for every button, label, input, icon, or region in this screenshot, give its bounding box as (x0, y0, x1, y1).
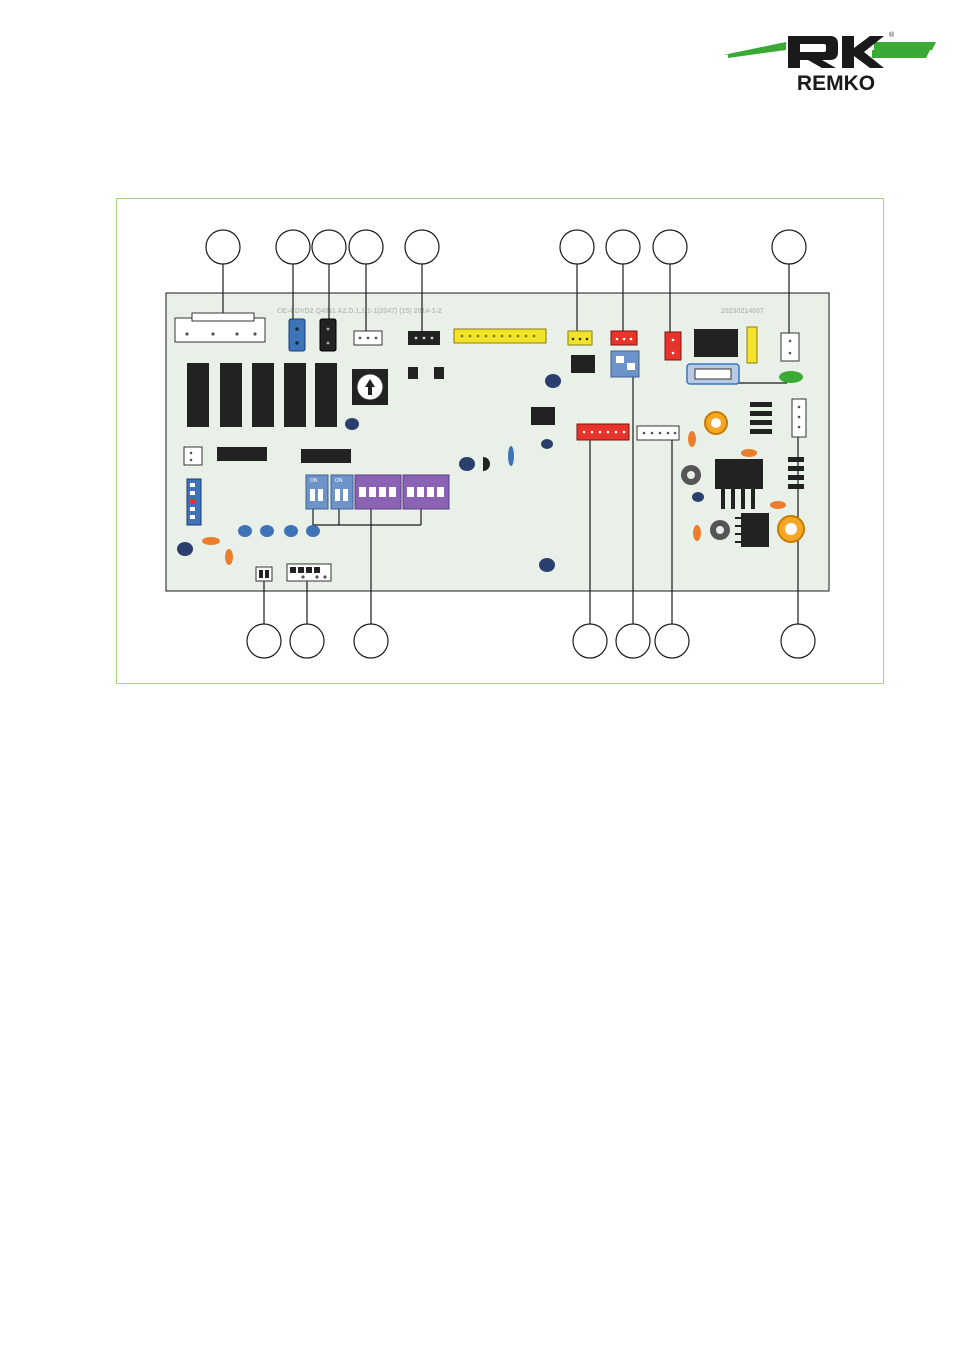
diode-array (750, 402, 804, 489)
blue-dip-switch-2pole (610, 350, 640, 378)
bottom-multipin-connector (286, 563, 332, 582)
callout-bottom-1 (246, 623, 282, 659)
dip-switch-2pole-a: ON (305, 474, 329, 510)
brand-name: REMKO (797, 72, 875, 95)
board-serial-text: CE-4 DVD2 Q4/N1 A2.D.1.1 1-1(2047) (15) … (277, 308, 442, 315)
green-led (779, 371, 803, 383)
yellow-long-connector (453, 328, 547, 344)
dip-switch-purple-a (354, 474, 402, 510)
red-vertical-connector (664, 331, 682, 361)
board-part-number: 20230214007 (721, 308, 764, 315)
yellow-3pin-connector (567, 330, 593, 346)
registered-mark: ® (889, 31, 895, 39)
dip-switch-purple-b (402, 474, 450, 510)
white-2pin-connector (780, 332, 800, 362)
callout-bottom-7 (780, 623, 816, 659)
callout-bottom-2 (289, 623, 325, 659)
white-terminal-block (174, 312, 266, 343)
circuit-board-diagram: CE-4 DVD2 Q4/N1 A2.D.1.1 1-1(2047) (15) … (165, 229, 830, 659)
callout-top-4 (348, 229, 384, 265)
blue-pad-row (238, 446, 514, 537)
relay-bank (187, 363, 337, 427)
bottom-2pin-connector (255, 566, 273, 582)
svg-text:ON: ON (335, 478, 343, 484)
blue-vertical-header (186, 478, 202, 526)
callout-bottom-3 (353, 623, 389, 659)
white-vertical-connector (791, 398, 807, 438)
red-3pin-connector (610, 330, 638, 346)
rotary-switch (352, 369, 388, 405)
white-5pin-connector (636, 425, 680, 441)
callouts-bottom (246, 623, 816, 659)
svg-text:ON: ON (310, 478, 318, 484)
diagram-frame: CE-4 DVD2 Q4/N1 A2.D.1.1 1-1(2047) (15) … (116, 198, 884, 684)
yellow-capacitor (746, 326, 758, 364)
remko-logo: REMKO ® (724, 31, 936, 95)
black-3pin-connector (408, 331, 440, 345)
callouts-top (205, 229, 807, 265)
callout-bottom-5 (615, 623, 651, 659)
dip-switch-2pole-b: ON (330, 474, 354, 510)
power-relay (694, 329, 738, 357)
callout-bottom-6 (654, 623, 690, 659)
white-small-connector-left (183, 446, 203, 466)
orange-capacitors (202, 431, 786, 565)
white-3pin-connector (353, 330, 383, 346)
heatsink-regulator-2 (735, 513, 769, 547)
callout-top-5 (404, 229, 440, 265)
callout-top-9 (771, 229, 807, 265)
callout-top-2 (275, 229, 311, 265)
red-6pin-connector (576, 423, 630, 441)
fuse-holder (686, 363, 740, 385)
black-jumper-connector (319, 318, 337, 352)
callout-bottom-4 (572, 623, 608, 659)
heatsink-regulator-1 (715, 459, 763, 509)
callout-top-6 (559, 229, 595, 265)
callout-top-7 (605, 229, 641, 265)
callout-top-3 (311, 229, 347, 265)
small-ic-pair (408, 367, 444, 379)
blue-jumper-connector (288, 318, 306, 352)
transistor (483, 457, 490, 471)
black-ic-array (217, 355, 595, 463)
callout-top-1 (205, 229, 241, 265)
navy-pads (177, 374, 704, 572)
callout-top-8 (652, 229, 688, 265)
